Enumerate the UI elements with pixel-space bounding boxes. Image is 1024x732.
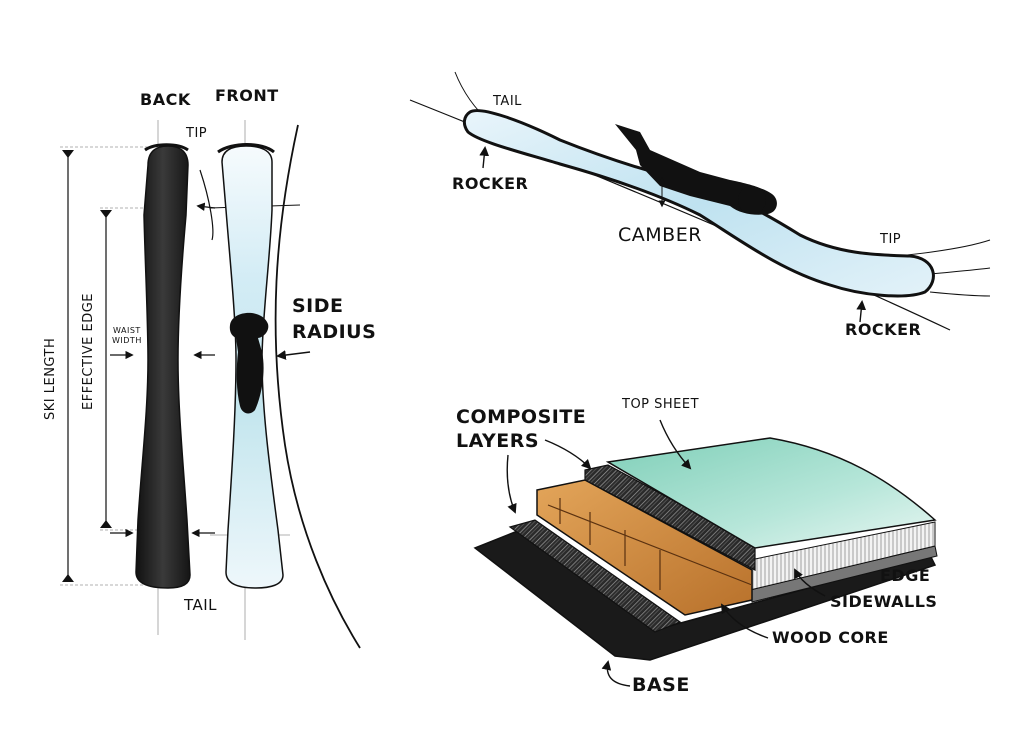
base-label: BASE xyxy=(632,674,690,696)
sidewalls-label: SIDEWALLS xyxy=(830,592,938,611)
top-sheet-label: TOP SHEET xyxy=(622,397,700,412)
arrow-icon xyxy=(62,150,74,158)
profile-view xyxy=(409,71,991,331)
arrow-icon xyxy=(100,520,112,528)
boot-binding-icon xyxy=(615,124,777,215)
rocker-tail-label: ROCKER xyxy=(452,174,529,193)
profile-ski xyxy=(462,109,935,298)
composite-layers-label: COMPOSITE LAYERS xyxy=(456,406,587,452)
edge-label: EDGE xyxy=(880,566,931,585)
arrow-icon xyxy=(720,603,769,639)
profile-tip-label: TIP xyxy=(880,232,902,247)
front-ski-tip-edge xyxy=(217,143,275,154)
arrow-icon xyxy=(100,210,112,218)
rocker-tip-label: ROCKER xyxy=(845,320,922,339)
arrow-icon xyxy=(601,660,631,687)
wood-core-label: WOOD CORE xyxy=(772,628,889,647)
arrow-icon xyxy=(794,568,826,597)
profile-tail-label: TAIL xyxy=(493,94,522,109)
arrow-icon xyxy=(544,439,592,470)
sidecut-curve xyxy=(199,169,214,241)
binding-icon xyxy=(229,312,269,414)
front-label: FRONT xyxy=(215,86,279,105)
arrow-icon xyxy=(62,574,74,582)
arrow-icon xyxy=(506,454,517,514)
back-ski-tip-edge xyxy=(144,143,189,152)
arrow-icon xyxy=(479,146,490,169)
arrow-icon xyxy=(856,300,867,323)
lower-composite-layer xyxy=(508,519,682,633)
wood-core-grain xyxy=(547,498,753,590)
side-radius-label: SIDE RADIUS xyxy=(292,295,377,343)
ski-length-label: SKI LENGTH xyxy=(43,337,58,420)
effective-edge-label: EFFECTIVE EDGE xyxy=(81,293,96,410)
snow-line xyxy=(929,291,991,297)
arrow-icon xyxy=(659,419,692,470)
upper-composite-layer xyxy=(584,464,756,571)
arrow-icon xyxy=(276,350,311,360)
binding-heel-icon xyxy=(738,186,766,214)
camber-label: CAMBER xyxy=(618,224,702,246)
tail-label: TAIL xyxy=(184,596,218,614)
arrow-icon xyxy=(196,202,216,211)
tip-label: TIP xyxy=(186,126,208,141)
side-radius-arc xyxy=(274,124,361,649)
back-ski xyxy=(135,145,191,589)
cross-section xyxy=(473,419,938,687)
top-view xyxy=(60,120,361,649)
back-label: BACK xyxy=(140,90,191,109)
waist-width-label: WAIST WIDTH xyxy=(112,326,142,345)
